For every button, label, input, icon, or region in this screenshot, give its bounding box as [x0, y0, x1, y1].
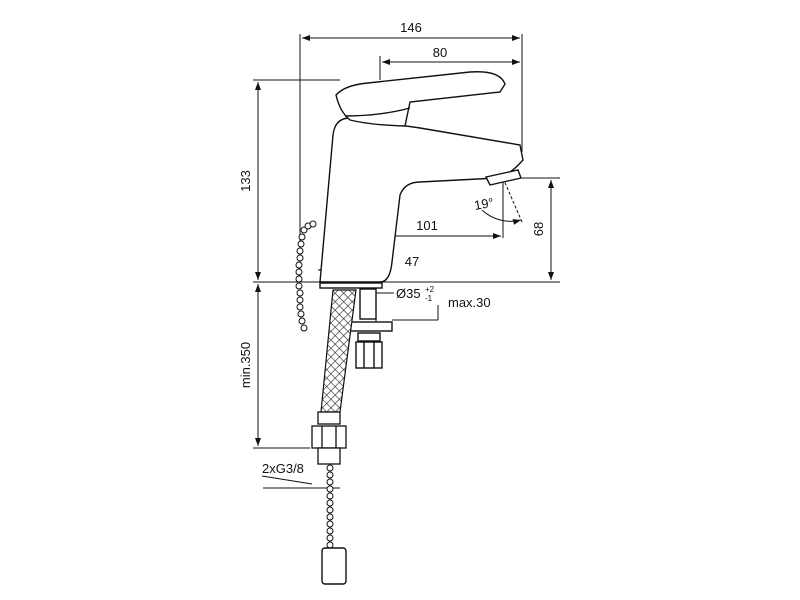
- angle-arc: [481, 209, 522, 225]
- dim-label-height: 133: [238, 170, 253, 192]
- dim-label-hole-tol-minus: -1: [425, 294, 433, 303]
- lever-handle: [335, 71, 506, 127]
- dim-label-base-width: 47: [405, 254, 419, 269]
- angle-ray: [502, 177, 523, 223]
- dim-label-connection: 2xG3/8: [262, 461, 304, 476]
- dim-label-hole-tol-plus: +2: [425, 285, 435, 294]
- dim-label-hole-diameter: Ø35: [396, 286, 421, 301]
- dim-label-spout-height: 68: [531, 222, 546, 236]
- dim-label-deck-thickness: max.30: [448, 295, 491, 310]
- dim-label-spout-angle: 19°: [473, 195, 495, 213]
- fixing-nut: [357, 332, 381, 342]
- faucet-body: [319, 71, 524, 369]
- aerator: [484, 169, 522, 186]
- hose-connector: [311, 411, 347, 465]
- dim-label-lever-length: 80: [433, 45, 447, 60]
- braided-hose: [320, 289, 357, 413]
- threaded-shank: [359, 288, 377, 320]
- fixing-nut-body: [355, 341, 383, 369]
- ball-chain: [295, 220, 334, 549]
- drain-stopper: [321, 547, 347, 585]
- dim-label-overall-width: 146: [400, 20, 422, 35]
- base-plate: [319, 282, 383, 289]
- thread-leader: [261, 475, 313, 485]
- dim-label-hose-length: min.350: [238, 342, 253, 388]
- dim-label-spout-reach: 101: [416, 218, 438, 233]
